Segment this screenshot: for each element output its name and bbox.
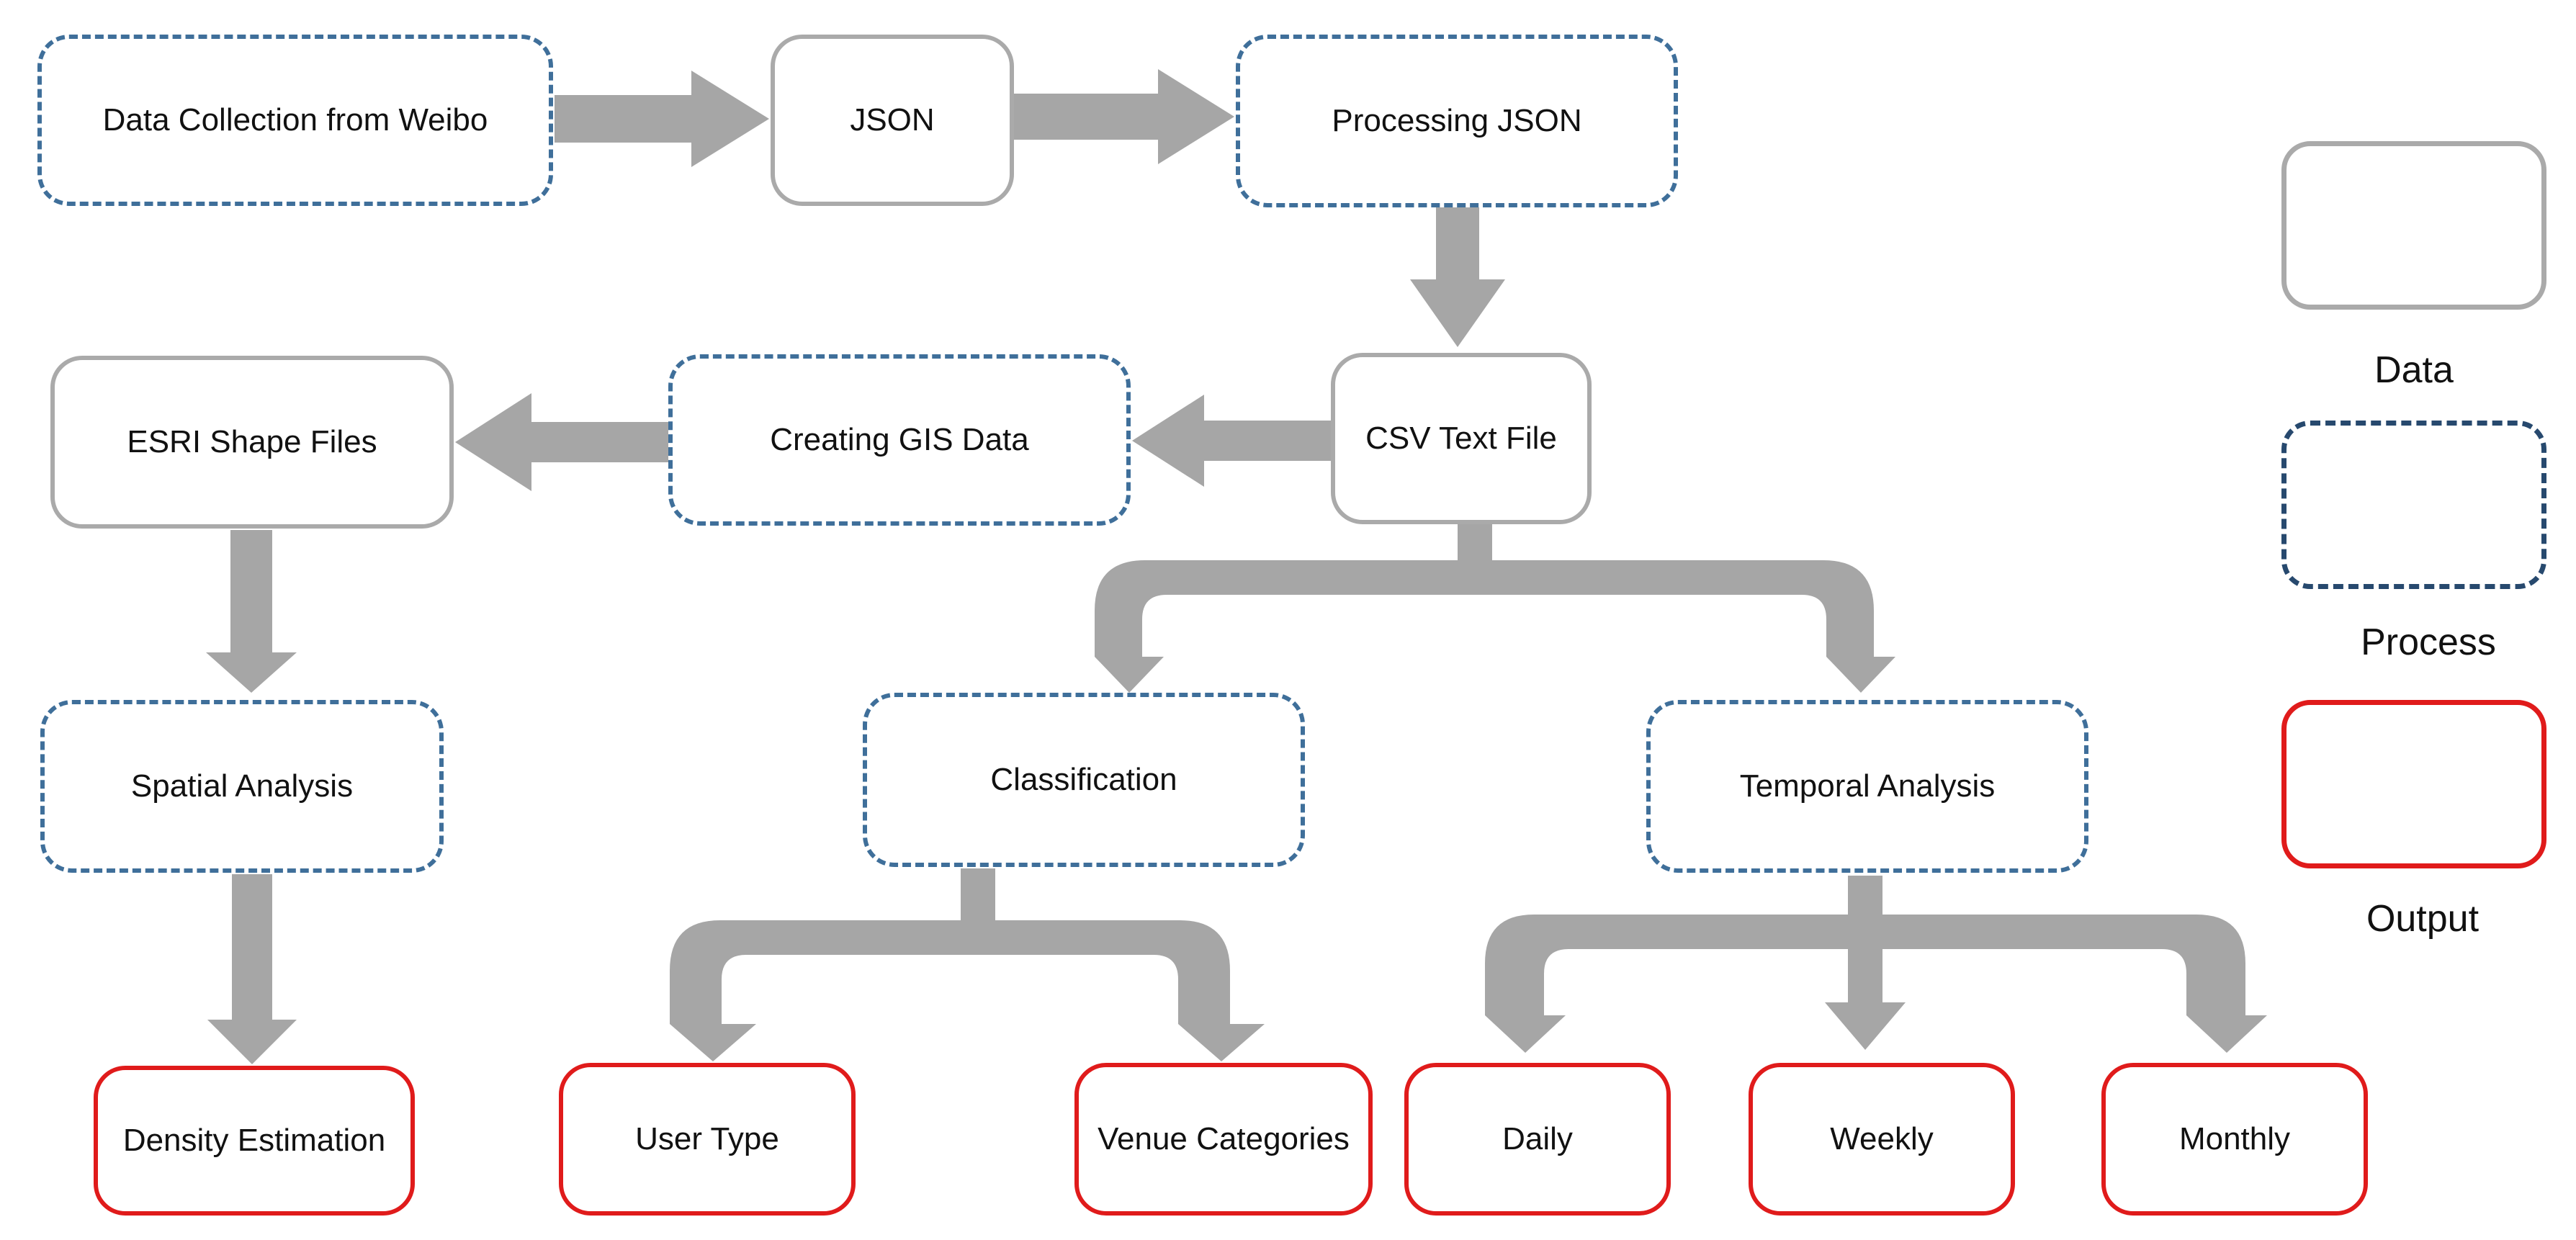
arrow-json-to-processing: [1014, 69, 1234, 164]
legend-data-label: Data: [2374, 349, 2454, 391]
legend-data-swatch: [2281, 141, 2546, 310]
arrow-classification-split: [670, 868, 1265, 1061]
node-weekly: Weekly: [1749, 1063, 2015, 1216]
node-processing-json: Processing JSON: [1236, 35, 1678, 207]
arrow-esri-to-spatial: [206, 530, 297, 693]
node-monthly: Monthly: [2101, 1063, 2368, 1216]
node-spatial-analysis: Spatial Analysis: [40, 700, 444, 873]
node-data-collection: Data Collection from Weibo: [37, 35, 553, 206]
node-venue-categories: Venue Categories: [1074, 1063, 1373, 1216]
legend-process-swatch: [2281, 421, 2546, 589]
arrow-collection-to-json: [555, 71, 769, 167]
arrow-processing-to-csv: [1410, 206, 1505, 347]
arrow-csv-split: [1095, 524, 1895, 693]
node-csv-text-file: CSV Text File: [1331, 353, 1592, 524]
node-classification: Classification: [863, 693, 1305, 867]
node-json: JSON: [771, 35, 1014, 206]
legend-output-swatch: [2281, 700, 2546, 868]
arrow-temporal-split: [1485, 876, 2267, 1053]
node-esri-shape-files: ESRI Shape Files: [50, 356, 454, 529]
node-daily: Daily: [1404, 1063, 1671, 1216]
legend-output-label: Output: [2366, 898, 2479, 940]
node-density-estimation: Density Estimation: [94, 1066, 415, 1216]
node-temporal-analysis: Temporal Analysis: [1646, 700, 2088, 873]
node-creating-gis-data: Creating GIS Data: [668, 354, 1131, 526]
arrow-csv-to-gis: [1132, 395, 1331, 487]
arrow-gis-to-esri: [455, 393, 668, 491]
arrow-spatial-to-density: [207, 874, 297, 1064]
node-user-type: User Type: [559, 1063, 856, 1216]
legend-process-label: Process: [2361, 621, 2496, 663]
